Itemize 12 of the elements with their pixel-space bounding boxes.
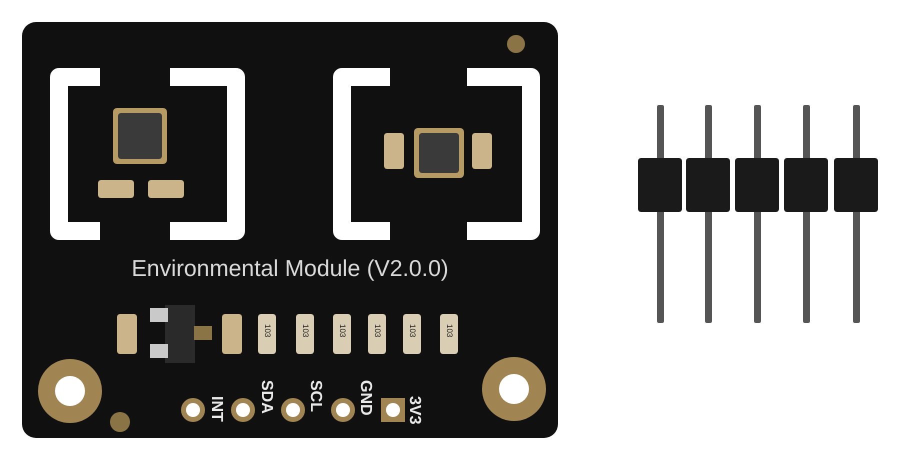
pin-label: INT bbox=[208, 396, 224, 422]
pin-label: 3V3 bbox=[406, 396, 422, 424]
pin-label: SDA bbox=[258, 380, 274, 414]
resistor-marking: 103 bbox=[373, 324, 381, 338]
resistor-marking: 103 bbox=[263, 324, 271, 338]
board-title: Environmental Module (V2.0.0) bbox=[130, 255, 450, 282]
resistor-marking: 103 bbox=[445, 324, 453, 338]
resistor-marking: 103 bbox=[338, 324, 346, 338]
pin-label: SCL bbox=[307, 380, 323, 412]
resistor-marking: 103 bbox=[301, 324, 309, 338]
resistor-marking: 103 bbox=[408, 324, 416, 338]
pin-label: GND bbox=[357, 380, 373, 416]
